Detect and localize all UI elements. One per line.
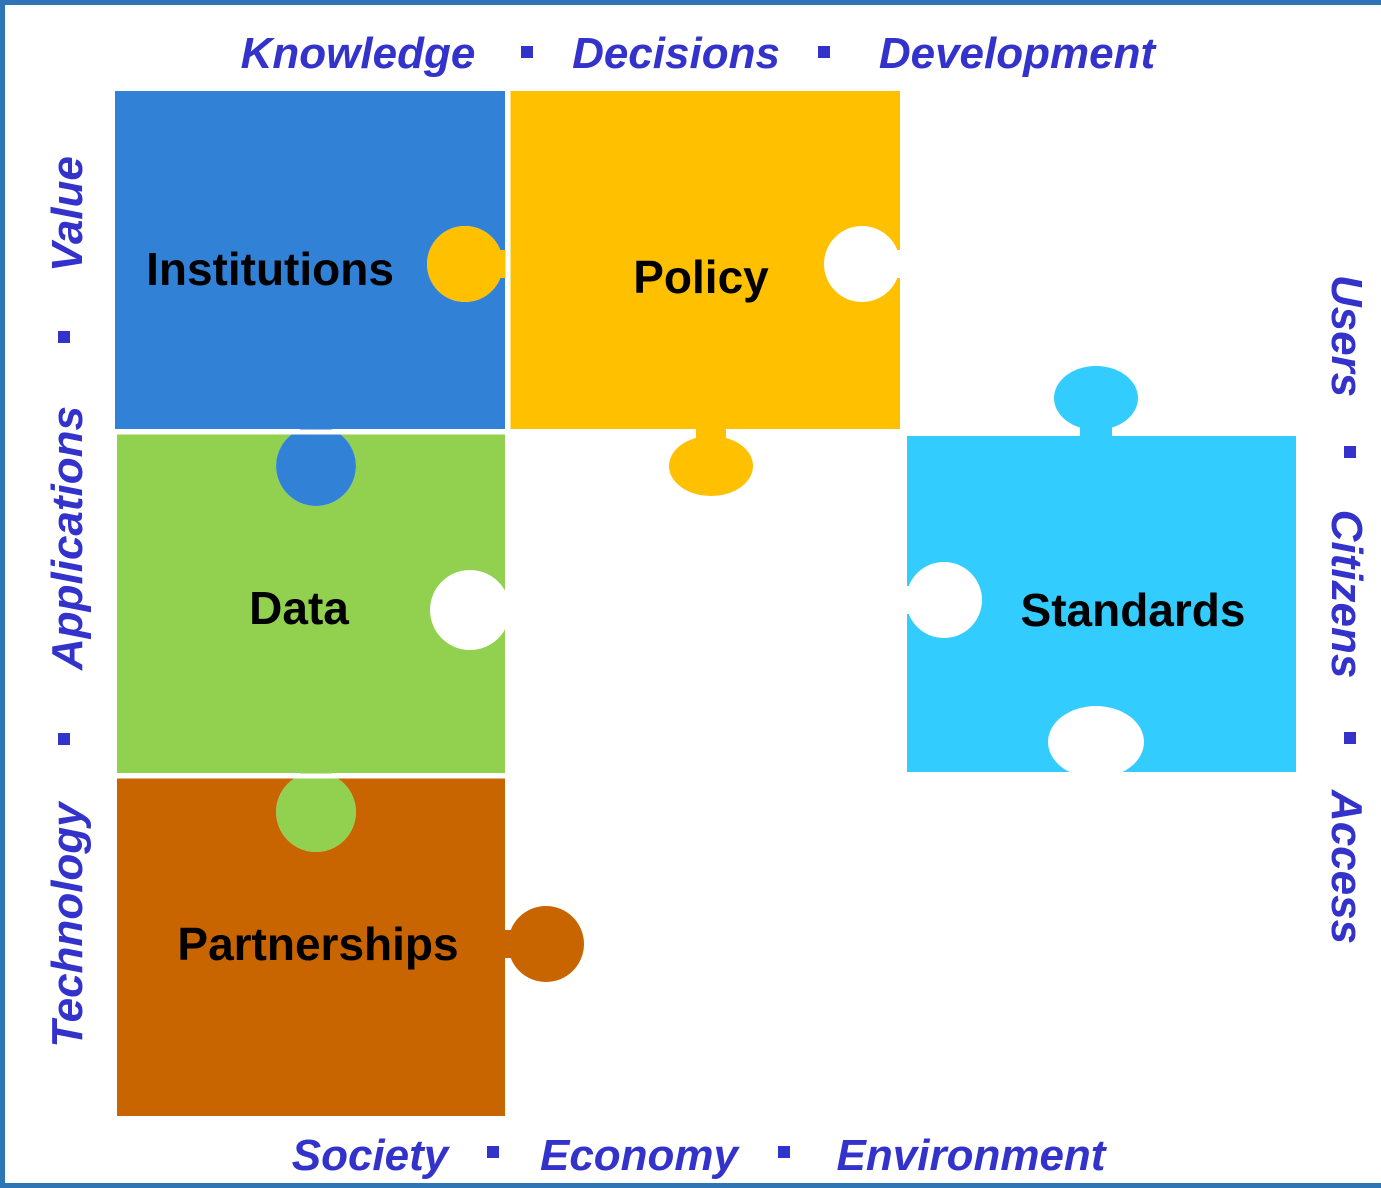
bullet-separator xyxy=(1344,446,1356,458)
bullet-separator xyxy=(521,46,533,58)
bullet-separator xyxy=(778,1146,790,1158)
partnerships-piece xyxy=(117,778,584,1116)
standards-piece xyxy=(907,366,1296,772)
left-word-technology: Technology xyxy=(43,800,92,1048)
policy-label: Policy xyxy=(633,251,769,303)
left-word-value: Value xyxy=(43,156,92,272)
top-word-knowledge: Knowledge xyxy=(241,29,476,78)
partnerships-label: Partnerships xyxy=(177,918,458,970)
institutions-label: Institutions xyxy=(146,243,394,295)
left-word-list: Technology Applications Value xyxy=(43,156,92,1048)
left-word-applications: Applications xyxy=(43,406,92,671)
bullet-separator xyxy=(58,733,70,745)
top-word-list: Knowledge Decisions Development xyxy=(241,29,1158,78)
standards-label: Standards xyxy=(1021,584,1246,636)
bullet-separator xyxy=(58,331,70,343)
right-word-citizens: Citizens xyxy=(1322,510,1371,679)
bullet-separator xyxy=(487,1146,499,1158)
data-label: Data xyxy=(249,582,349,634)
top-word-decisions: Decisions xyxy=(572,29,780,78)
top-word-development: Development xyxy=(879,29,1158,78)
bottom-word-list: Society Economy Environment xyxy=(292,1131,1108,1180)
right-word-users: Users xyxy=(1322,275,1371,397)
right-word-list: Users Citizens Access xyxy=(1322,275,1371,944)
bullet-separator xyxy=(1344,732,1356,744)
policy-piece xyxy=(427,91,900,496)
bullet-separator xyxy=(818,46,830,58)
bottom-word-environment: Environment xyxy=(837,1131,1108,1180)
bottom-word-society: Society xyxy=(292,1131,451,1180)
right-word-access: Access xyxy=(1322,789,1371,944)
bottom-word-economy: Economy xyxy=(540,1131,741,1180)
